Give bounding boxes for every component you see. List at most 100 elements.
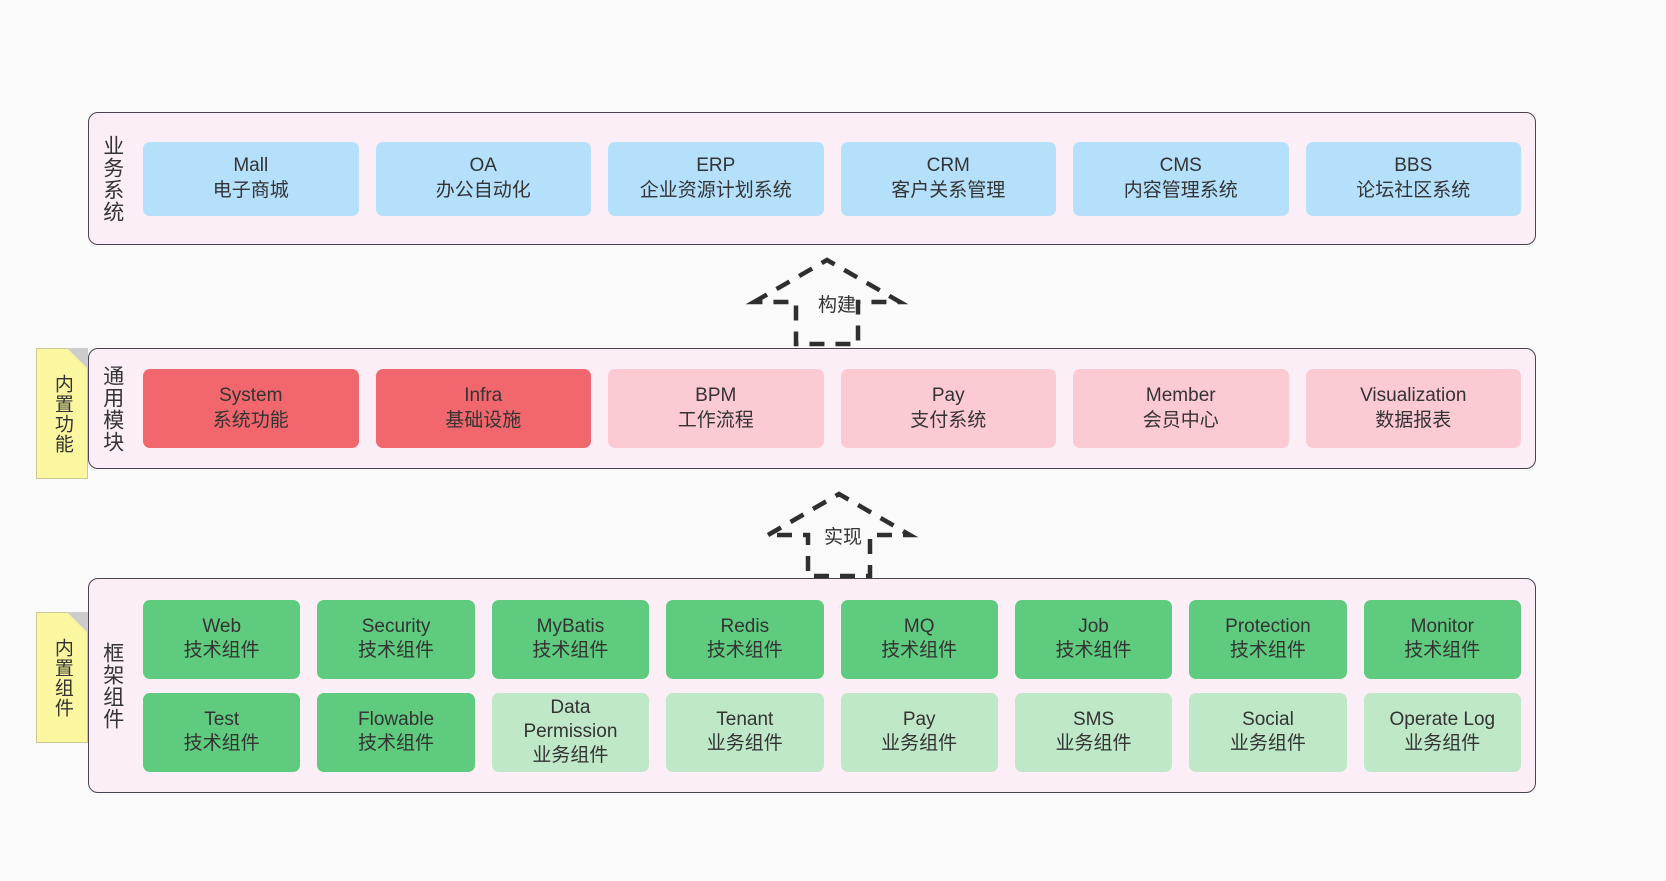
card-title: BPM bbox=[695, 385, 737, 407]
card-subtitle: 技术组件 bbox=[1229, 640, 1306, 661]
card-subtitle: 企业资源计划系统 bbox=[639, 179, 792, 201]
card-subtitle: 技术组件 bbox=[881, 640, 958, 661]
layer-framework-components: 框架组件 Web 技术组件 Security 技术组件 MyBatis 技术组件… bbox=[88, 578, 1536, 793]
card-title: Redis bbox=[720, 615, 770, 637]
card-subtitle: 技术组件 bbox=[1404, 640, 1481, 661]
card-subtitle: 业务组件 bbox=[1229, 733, 1306, 754]
card-title: MyBatis bbox=[536, 615, 605, 637]
card-title: Mall bbox=[233, 155, 269, 177]
card-bbs[interactable]: BBS 论坛社区系统 bbox=[1305, 141, 1521, 216]
card-cms[interactable]: CMS 内容管理系统 bbox=[1073, 141, 1289, 216]
layer-common-modules: 通用模块 System 系统功能 Infra 基础设施 BPM 工作流程 Pay… bbox=[88, 348, 1536, 469]
card-title: Operate Log bbox=[1389, 708, 1496, 730]
card-mybatis[interactable]: MyBatis 技术组件 bbox=[491, 599, 650, 679]
arrow-implement-label: 实现 bbox=[824, 527, 863, 548]
layer-body-framework: Web 技术组件 Security 技术组件 MyBatis 技术组件 Redi… bbox=[135, 579, 1535, 792]
card-subtitle: 技术组件 bbox=[358, 640, 435, 661]
card-title: CMS bbox=[1159, 155, 1202, 177]
card-title: MQ bbox=[903, 615, 935, 637]
card-title: Monitor bbox=[1410, 615, 1474, 637]
card-title: Pay bbox=[902, 708, 936, 730]
card-visualization[interactable]: Visualization 数据报表 bbox=[1305, 369, 1521, 448]
card-mq[interactable]: MQ 技术组件 bbox=[840, 599, 998, 679]
card-social[interactable]: Social 业务组件 bbox=[1189, 692, 1347, 772]
card-subtitle: 基础设施 bbox=[445, 409, 522, 431]
card-title: Security bbox=[361, 615, 431, 637]
card-subtitle: 工作流程 bbox=[677, 409, 754, 431]
note-builtin-components: 内置组件 bbox=[36, 612, 88, 743]
card-mall[interactable]: Mall 电子商城 bbox=[143, 141, 359, 216]
layer-body-business: Mall 电子商城 OA 办公自动化 ERP 企业资源计划系统 CRM 客户关系… bbox=[135, 113, 1535, 244]
card-title: Visualization bbox=[1360, 385, 1467, 407]
framework-biz-row: Test 技术组件 Flowable 技术组件 Data Permission … bbox=[143, 692, 1521, 772]
card-flowable[interactable]: Flowable 技术组件 bbox=[317, 692, 475, 772]
card-pay-component[interactable]: Pay 业务组件 bbox=[840, 692, 998, 772]
card-redis[interactable]: Redis 技术组件 bbox=[666, 599, 824, 679]
card-crm[interactable]: CRM 客户关系管理 bbox=[840, 141, 1056, 216]
card-title-line2: Permission bbox=[523, 720, 618, 742]
card-title: OA bbox=[469, 155, 497, 177]
card-subtitle: 办公自动化 bbox=[435, 179, 531, 201]
layer-title-business: 业务系统 bbox=[100, 134, 124, 223]
card-web[interactable]: Web 技术组件 bbox=[143, 599, 301, 679]
card-subtitle: 技术组件 bbox=[1055, 640, 1132, 661]
card-tenant[interactable]: Tenant 业务组件 bbox=[666, 692, 824, 772]
card-title: Social bbox=[1242, 708, 1294, 730]
common-card-row: System 系统功能 Infra 基础设施 BPM 工作流程 Pay 支付系统… bbox=[143, 369, 1521, 448]
business-card-row: Mall 电子商城 OA 办公自动化 ERP 企业资源计划系统 CRM 客户关系… bbox=[143, 141, 1521, 216]
card-protection[interactable]: Protection 技术组件 bbox=[1189, 599, 1347, 679]
card-subtitle: 论坛社区系统 bbox=[1356, 179, 1471, 201]
framework-tech-row: Web 技术组件 Security 技术组件 MyBatis 技术组件 Redi… bbox=[143, 599, 1521, 679]
card-title: Tenant bbox=[716, 708, 774, 730]
card-security[interactable]: Security 技术组件 bbox=[317, 599, 475, 679]
card-data-permission[interactable]: Data Permission 业务组件 bbox=[491, 692, 650, 772]
card-subtitle: 内容管理系统 bbox=[1123, 179, 1238, 201]
note-label: 内置功能 bbox=[51, 373, 73, 454]
note-builtin-features: 内置功能 bbox=[36, 348, 88, 479]
arrow-build-label: 构建 bbox=[818, 295, 857, 316]
card-title: CRM bbox=[926, 155, 970, 177]
card-infra[interactable]: Infra 基础设施 bbox=[375, 369, 591, 448]
card-erp[interactable]: ERP 企业资源计划系统 bbox=[608, 141, 824, 216]
card-title: Flowable bbox=[358, 708, 435, 730]
layer-title-common: 通用模块 bbox=[100, 364, 124, 453]
card-subtitle: 业务组件 bbox=[532, 745, 609, 767]
card-job[interactable]: Job 技术组件 bbox=[1014, 599, 1173, 679]
card-sms[interactable]: SMS 业务组件 bbox=[1014, 692, 1173, 772]
card-subtitle: 会员中心 bbox=[1142, 409, 1219, 431]
card-operate-log[interactable]: Operate Log 业务组件 bbox=[1363, 692, 1521, 772]
card-title: Member bbox=[1145, 385, 1216, 407]
card-title: Web bbox=[202, 615, 242, 637]
card-bpm[interactable]: BPM 工作流程 bbox=[608, 369, 824, 448]
card-subtitle: 技术组件 bbox=[183, 640, 260, 661]
card-subtitle: 技术组件 bbox=[358, 733, 435, 754]
card-title: Data bbox=[550, 696, 591, 718]
card-subtitle: 数据报表 bbox=[1375, 409, 1452, 431]
arrow-build-icon bbox=[745, 257, 909, 347]
card-subtitle: 业务组件 bbox=[706, 733, 783, 754]
card-title: Job bbox=[1078, 615, 1109, 637]
card-subtitle: 技术组件 bbox=[532, 640, 609, 661]
card-subtitle: 客户关系管理 bbox=[891, 179, 1006, 201]
card-oa[interactable]: OA 办公自动化 bbox=[375, 141, 591, 216]
card-subtitle: 业务组件 bbox=[881, 733, 958, 754]
card-subtitle: 业务组件 bbox=[1055, 733, 1132, 754]
card-monitor[interactable]: Monitor 技术组件 bbox=[1363, 599, 1521, 679]
card-subtitle: 业务组件 bbox=[1404, 733, 1481, 754]
card-subtitle: 技术组件 bbox=[183, 733, 260, 754]
card-test[interactable]: Test 技术组件 bbox=[143, 692, 301, 772]
card-subtitle: 技术组件 bbox=[706, 640, 783, 661]
layer-title-framework: 框架组件 bbox=[100, 641, 124, 730]
note-label: 内置组件 bbox=[51, 637, 73, 718]
card-member[interactable]: Member 会员中心 bbox=[1073, 369, 1289, 448]
card-system[interactable]: System 系统功能 bbox=[143, 369, 359, 448]
card-subtitle: 支付系统 bbox=[910, 409, 987, 431]
layer-body-common: System 系统功能 Infra 基础设施 BPM 工作流程 Pay 支付系统… bbox=[135, 349, 1535, 468]
card-title: Protection bbox=[1225, 615, 1311, 637]
card-title: ERP bbox=[696, 155, 736, 177]
card-subtitle: 系统功能 bbox=[212, 409, 289, 431]
card-title: Pay bbox=[931, 385, 965, 407]
layer-business-systems: 业务系统 Mall 电子商城 OA 办公自动化 ERP 企业资源计划系统 CRM… bbox=[88, 112, 1536, 245]
card-pay-module[interactable]: Pay 支付系统 bbox=[840, 369, 1056, 448]
